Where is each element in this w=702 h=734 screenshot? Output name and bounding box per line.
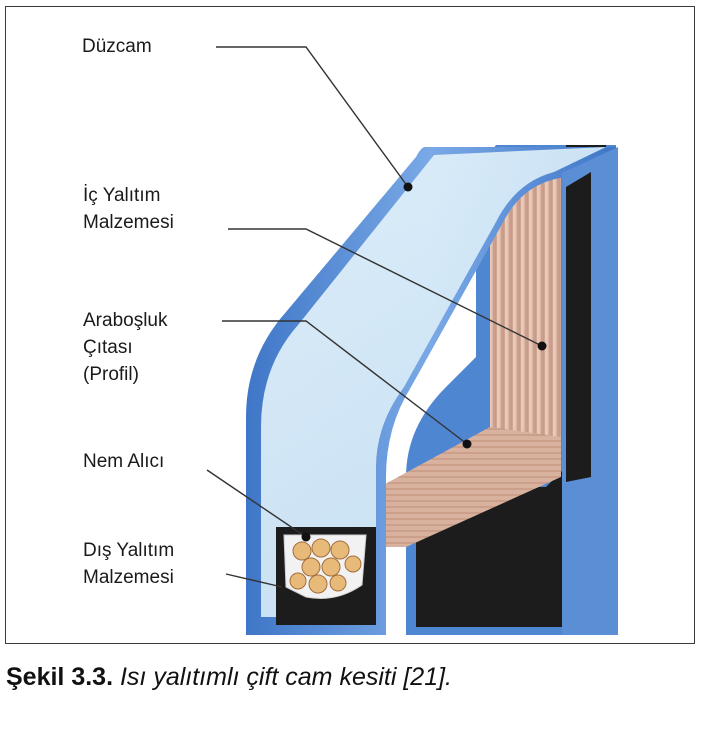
desiccant-beads bbox=[289, 538, 362, 594]
figure-caption: Şekil 3.3. Isı yalıtımlı çift cam kesiti… bbox=[6, 663, 452, 692]
label-dis-yalitim-line2: Malzemesi bbox=[83, 567, 174, 588]
label-duzcam: Düzcam bbox=[82, 33, 152, 60]
caption-number: Şekil 3.3. bbox=[6, 663, 114, 691]
leader-endpoints bbox=[301, 182, 547, 542]
label-dis-yalitim: Dış Yalıtım Malzemesi bbox=[83, 537, 174, 591]
caption-text: Isı yalıtımlı çift cam kesiti [21]. bbox=[119, 663, 453, 691]
leader-nem-alici bbox=[206, 469, 307, 538]
label-dis-yalitim-line1: Dış Yalıtım bbox=[83, 540, 175, 561]
leader-dis-yalitim bbox=[225, 573, 283, 588]
front-glass-face bbox=[261, 147, 606, 617]
label-arabosluk-line3: (Profil) bbox=[83, 364, 139, 385]
double-glazing-cross-section bbox=[206, 46, 618, 635]
leader-lines bbox=[206, 46, 543, 588]
label-duzcam-text: Düzcam bbox=[82, 36, 152, 57]
label-ic-yalitim-line1: İç Yalıtım bbox=[83, 185, 161, 206]
label-ic-yalitim: İç Yalıtım Malzemesi bbox=[83, 182, 174, 236]
figure-frame: Düzcam İç Yalıtım Malzemesi Araboşluk Çı… bbox=[5, 6, 695, 644]
leader-arabosluk bbox=[222, 320, 468, 445]
label-arabosluk: Araboşluk Çıtası (Profil) bbox=[83, 307, 168, 388]
leader-ic-yalitim bbox=[228, 228, 543, 347]
label-arabosluk-line2: Çıtası bbox=[83, 337, 133, 358]
vertical-spacer-bar bbox=[490, 157, 561, 477]
label-arabosluk-line1: Araboşluk bbox=[83, 310, 168, 331]
label-nem-alici: Nem Alıcı bbox=[83, 448, 164, 475]
leader-duzcam bbox=[216, 46, 409, 188]
label-nem-alici-text: Nem Alıcı bbox=[83, 451, 165, 472]
right-glass-inner-dark bbox=[566, 172, 591, 482]
label-ic-yalitim-line2: Malzemesi bbox=[83, 212, 174, 233]
